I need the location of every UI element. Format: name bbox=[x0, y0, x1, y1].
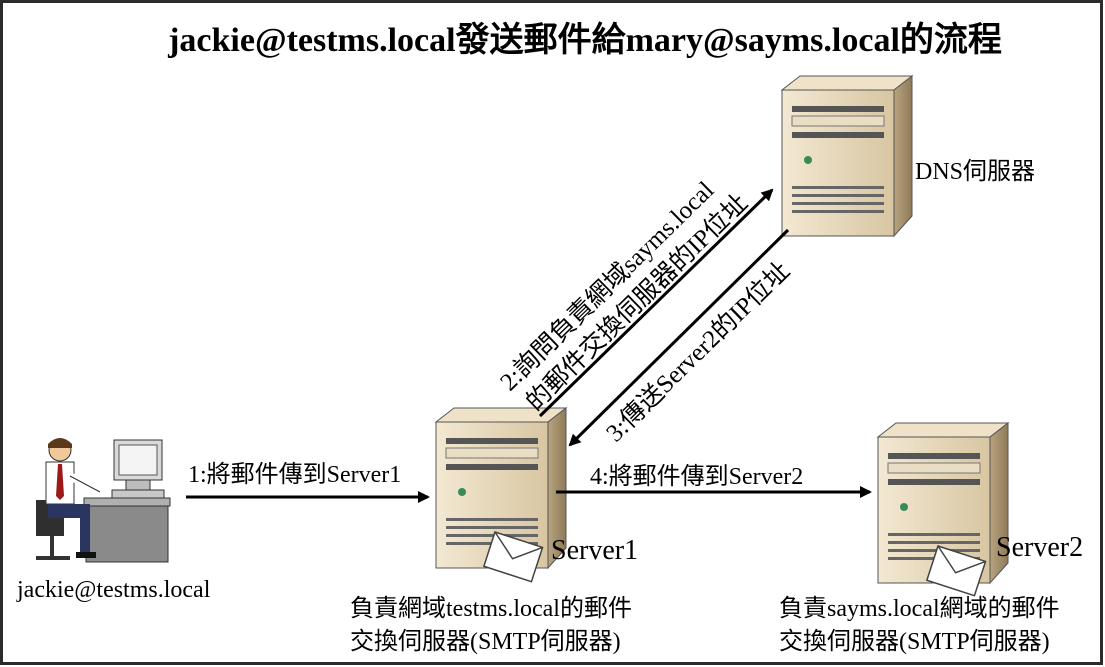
arrow-step2 bbox=[538, 188, 774, 418]
server2-desc-line1: 負責sayms.local網域的郵件 bbox=[779, 595, 1060, 622]
envelope-icon bbox=[925, 545, 987, 597]
user-workstation-icon bbox=[36, 438, 171, 563]
step3-label: 3:傳送Server2的IP位址 bbox=[601, 257, 795, 448]
step2-label-line2: 的郵件交換伺服器的IP位址 bbox=[521, 189, 753, 417]
step4-label: 4:將郵件傳到Server2 bbox=[590, 463, 803, 490]
arrow-step3 bbox=[568, 228, 790, 447]
diagram-title: jackie@testms.local發送郵件給mary@sayms.local… bbox=[167, 21, 1002, 59]
server2-name: Server2 bbox=[996, 532, 1083, 563]
dns-server-label: DNS伺服器 bbox=[915, 158, 1035, 185]
envelope-icon bbox=[482, 531, 544, 583]
step1-label: 1:將郵件傳到Server1 bbox=[188, 461, 401, 488]
server1-desc-line2: 交換伺服器(SMTP伺服器) bbox=[350, 628, 621, 655]
dns-server-icon bbox=[781, 75, 913, 237]
server1-desc-line1: 負責網域testms.local的郵件 bbox=[350, 595, 632, 622]
server1-name: Server1 bbox=[551, 535, 638, 566]
user-email-address: jackie@testms.local bbox=[16, 577, 211, 603]
server2-desc-line2: 交換伺服器(SMTP伺服器) bbox=[779, 628, 1050, 655]
